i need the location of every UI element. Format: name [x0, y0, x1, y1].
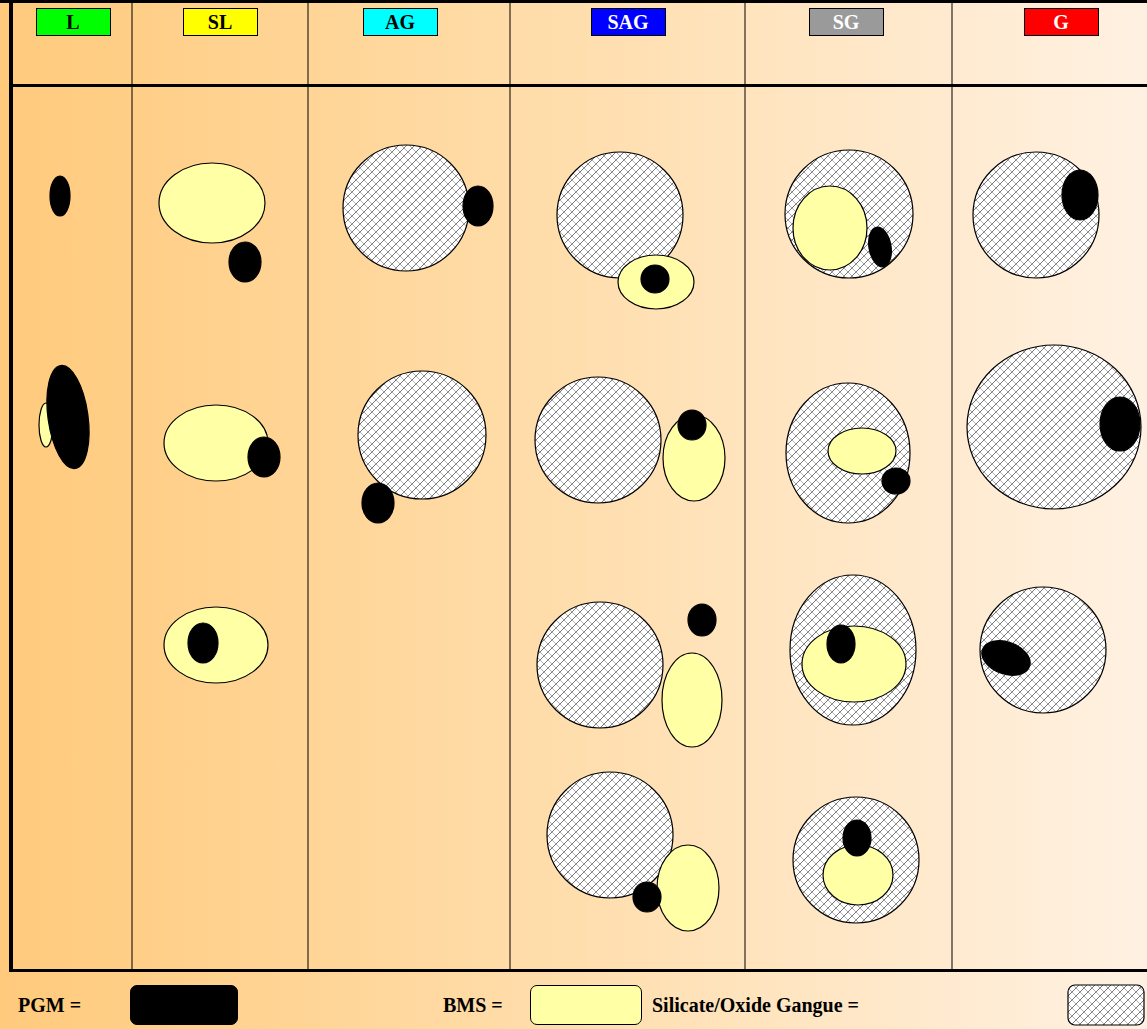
bms-grain — [793, 186, 867, 270]
pgm-grain — [678, 410, 706, 440]
header-box: SL — [183, 8, 258, 36]
gangue-grain — [786, 383, 910, 523]
column-divider — [745, 3, 746, 970]
pgm-grain — [866, 225, 895, 268]
pgm-grain — [688, 604, 716, 636]
header-label: SAG — [603, 11, 652, 33]
gangue-grain — [790, 575, 916, 725]
gangue-grain — [547, 772, 673, 898]
frame-top — [0, 0, 1147, 3]
column-divider — [308, 3, 309, 970]
bms-grain — [662, 653, 722, 747]
legend-rule — [9, 969, 1147, 972]
header-box: SG — [809, 8, 884, 36]
header-label: AG — [381, 11, 419, 33]
pgm-grain — [882, 468, 910, 494]
header-label: SG — [829, 11, 864, 33]
gangue-grain — [973, 152, 1099, 278]
gangue-grain — [793, 797, 919, 923]
pgm-grain — [188, 623, 218, 663]
legend-swatch — [130, 985, 238, 1025]
frame-left — [9, 0, 13, 972]
pgm-grain — [362, 483, 394, 523]
pgm-grain — [977, 634, 1035, 681]
bms-grain — [618, 255, 694, 309]
header-box: SAG — [591, 8, 666, 36]
gangue-grain — [535, 377, 661, 503]
pgm-grain — [41, 363, 95, 472]
gangue-grain — [537, 602, 663, 728]
bms-grain — [657, 845, 719, 931]
mineral-grains — [39, 145, 1144, 1025]
pgm-grain — [248, 437, 280, 477]
pgm-grain — [229, 242, 261, 282]
gangue-grain — [785, 150, 913, 278]
pgm-grain — [1100, 397, 1140, 451]
bms-grain — [802, 626, 906, 702]
header-label: SL — [204, 11, 236, 33]
legend-label: Silicate/Oxide Gangue = — [652, 993, 859, 1017]
pgm-grain — [463, 186, 493, 226]
header-rule — [9, 84, 1147, 87]
pgm-grain — [843, 820, 871, 856]
column-divider — [510, 3, 511, 970]
bms-grain — [164, 607, 268, 683]
header-box: AG — [363, 8, 438, 36]
bms-grain — [828, 428, 896, 474]
pgm-grain — [827, 625, 855, 663]
gangue-grain — [967, 345, 1141, 509]
legend-label: PGM = — [18, 993, 81, 1017]
column-divider — [952, 3, 953, 970]
gangue-grain — [343, 145, 469, 271]
pgm-grain — [633, 882, 661, 912]
header-label: G — [1049, 11, 1073, 33]
pgm-grain — [641, 265, 669, 293]
column-divider — [132, 3, 133, 970]
gangue-grain — [358, 371, 486, 499]
gangue-swatch — [1068, 985, 1144, 1025]
frame — [0, 0, 1147, 972]
bms-grain — [159, 163, 265, 243]
header-label: L — [62, 11, 83, 33]
pgm-grain — [50, 176, 70, 216]
legend-label: BMS = — [443, 993, 503, 1017]
legend-swatch — [530, 985, 642, 1025]
header-box: G — [1024, 8, 1099, 36]
header-box: L — [36, 8, 111, 36]
pgm-grain — [1062, 170, 1098, 220]
